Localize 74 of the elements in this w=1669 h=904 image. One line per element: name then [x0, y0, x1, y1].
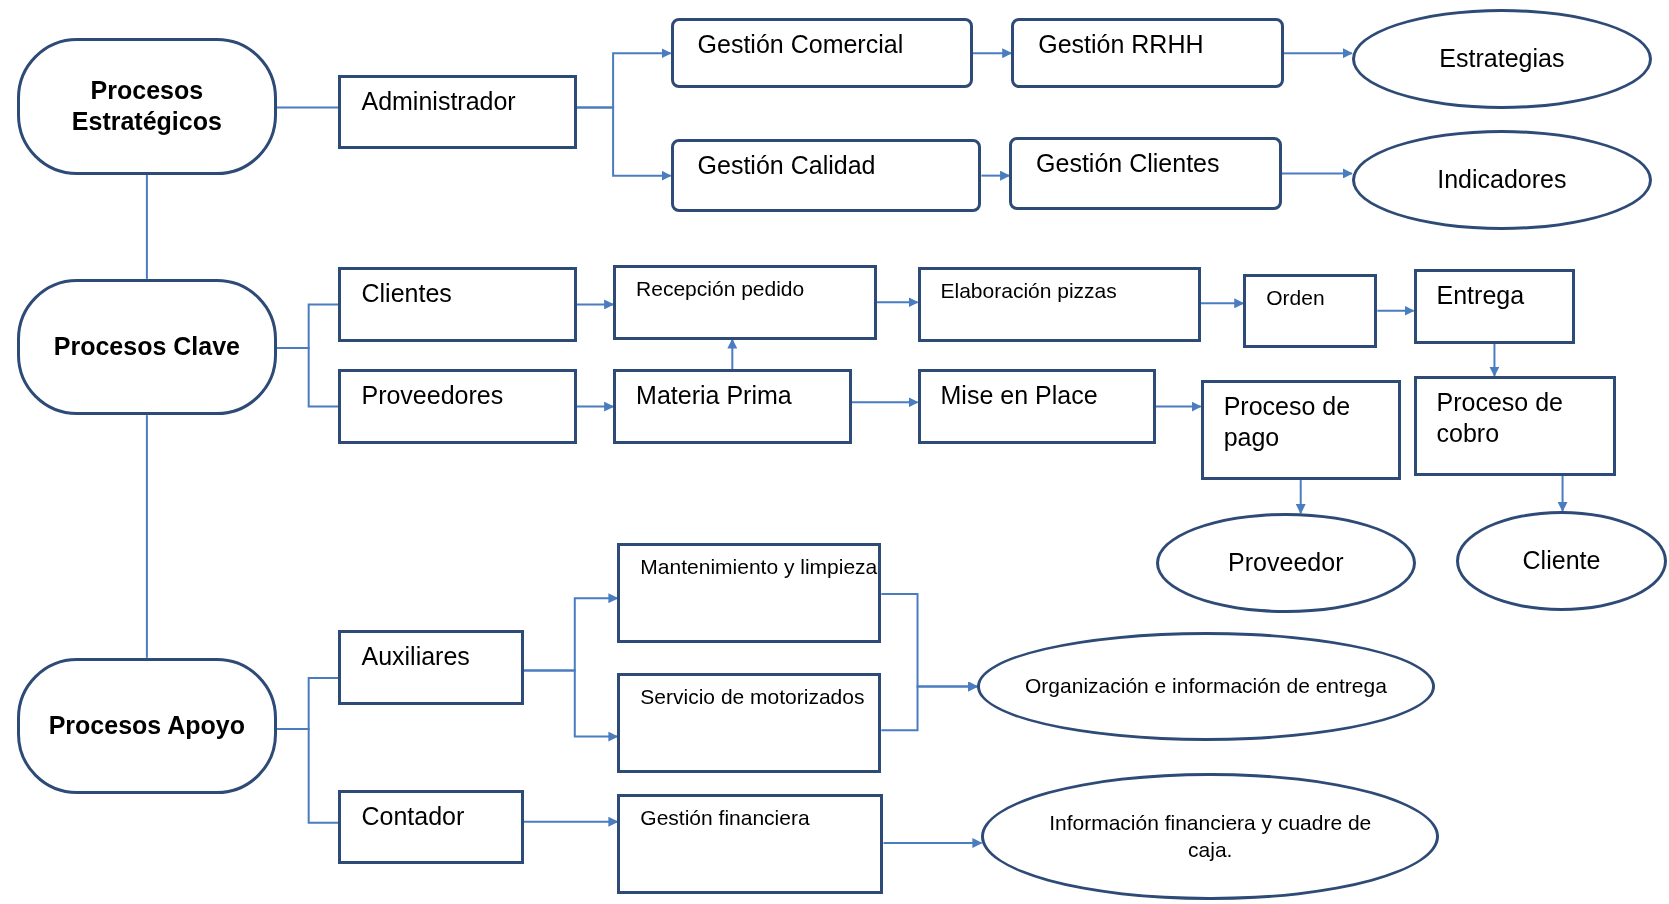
node-label: Contador	[361, 800, 465, 832]
arrow	[1376, 305, 1415, 316]
process-box	[617, 794, 884, 895]
process-box	[670, 18, 973, 89]
process-box	[338, 267, 577, 342]
arrow	[1489, 342, 1500, 377]
node-label: Elaboración pizzas	[940, 278, 1117, 305]
arrow	[522, 669, 619, 742]
node-label: Proceso de cobro	[1436, 386, 1564, 449]
process-box	[670, 139, 982, 212]
node-label: Mise en Place	[940, 380, 1098, 412]
connector-line	[275, 347, 340, 408]
arrow	[1557, 474, 1568, 512]
process-box	[1011, 18, 1284, 89]
node-label: Orden	[1266, 284, 1325, 311]
node-label: Gestión Calidad	[697, 150, 876, 182]
node-label: Administrador	[361, 85, 516, 117]
connector-line	[275, 106, 340, 109]
arrow	[575, 106, 672, 181]
arrow	[727, 338, 738, 371]
arrow	[1280, 168, 1353, 179]
node-label: Auxiliares	[361, 641, 470, 673]
process-box	[617, 672, 882, 773]
arrow	[1199, 298, 1245, 309]
process-box	[917, 267, 1201, 342]
node-label: Indicadores	[1437, 164, 1567, 196]
connector-line	[145, 173, 148, 280]
node-label: Organización e información de entrega	[1025, 673, 1387, 700]
process-box	[338, 789, 524, 865]
process-box	[338, 369, 577, 444]
node-label: Proceso de pago	[1223, 391, 1352, 454]
node-label: Servicio de motorizados	[640, 683, 865, 710]
arrow	[522, 816, 619, 827]
process-box	[338, 74, 577, 149]
arrow	[1282, 48, 1353, 59]
process-box	[1413, 269, 1576, 344]
process-box	[613, 369, 852, 444]
arrow	[876, 297, 919, 308]
arrow	[882, 838, 983, 848]
arrow	[575, 299, 615, 310]
connector-line	[275, 728, 340, 824]
node-label: Entrega	[1436, 280, 1525, 312]
node-label: Cliente	[1522, 545, 1601, 577]
node-label: Gestión financiera	[640, 805, 810, 832]
process-box	[1243, 273, 1378, 349]
arrow	[575, 401, 615, 412]
process-box	[1009, 137, 1282, 210]
node-label: Proveedor	[1228, 547, 1344, 579]
process-box	[338, 630, 524, 705]
arrow	[971, 48, 1013, 59]
arrow	[1295, 479, 1306, 515]
process-box	[917, 369, 1156, 444]
node-label: Procesos Apoyo	[48, 710, 246, 742]
node-label: Recepción pedido	[636, 276, 805, 303]
node-label: Mantenimiento y limpieza	[640, 553, 878, 580]
process-box	[1200, 380, 1401, 481]
node-label: Proveedores	[361, 380, 504, 412]
node-label: Clientes	[361, 278, 452, 310]
arrow	[980, 170, 1011, 181]
process-box	[617, 542, 882, 643]
node-label: Información financiera y cuadre de caja.	[1048, 810, 1373, 863]
node-label: Materia Prima	[636, 380, 792, 412]
arrow	[880, 681, 979, 732]
node-label: Estrategias	[1439, 42, 1565, 74]
arrow	[1154, 401, 1202, 412]
arrow	[850, 397, 919, 408]
process-box	[613, 265, 878, 340]
node-label: Gestión RRHH	[1038, 29, 1204, 61]
node-label: Gestión Clientes	[1036, 148, 1220, 180]
process-box	[1413, 375, 1616, 476]
connector-line	[145, 414, 148, 659]
node-label: Procesos Clave	[53, 331, 240, 363]
node-label: Procesos Estratégicos	[70, 75, 223, 138]
node-label: Gestión Comercial	[697, 29, 904, 61]
